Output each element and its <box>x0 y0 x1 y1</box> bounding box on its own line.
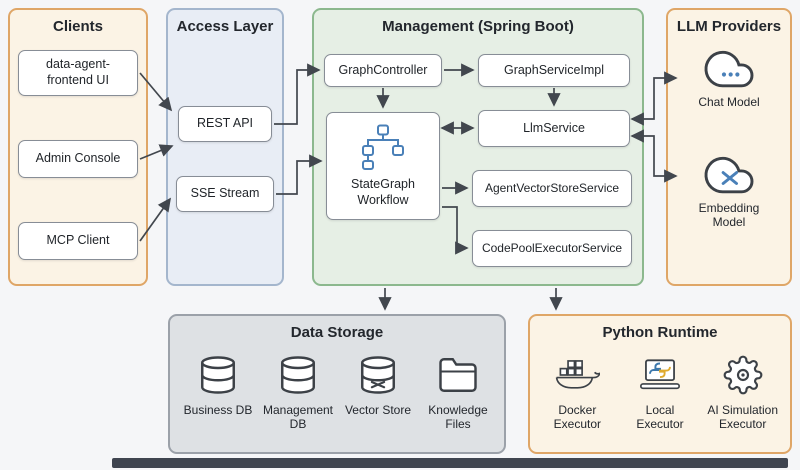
access-node-rest-api-label: REST API <box>196 116 254 131</box>
python-runtime-local-executor: Local Executor <box>619 350 702 432</box>
llm-provider-embedding-model: Embedding Model <box>676 148 782 230</box>
gear-icon <box>723 350 763 400</box>
client-node-mcp-client: MCP Client <box>18 222 138 260</box>
database-icon <box>277 350 319 400</box>
management-node-graph-service-impl: GraphServiceImpl <box>478 54 630 87</box>
python-runtime-ai-simulation-executor: AI Simulation Executor <box>701 350 784 432</box>
access-node-sse-stream: SSE Stream <box>176 176 274 212</box>
python-runtime-items: Docker Executor Local Executor <box>536 350 784 432</box>
management-group-title: Management (Spring Boot) <box>382 18 574 35</box>
agent-vector-store-service-label: AgentVectorStoreService <box>484 181 620 195</box>
docker-executor-label: Docker Executor <box>553 403 601 432</box>
bottom-bar <box>112 458 788 468</box>
graph-service-impl-label: GraphServiceImpl <box>503 62 605 77</box>
data-storage-business-db: Business DB <box>178 350 258 432</box>
management-db-label: Management DB <box>262 403 334 432</box>
laptop-python-icon <box>637 350 683 400</box>
data-storage-vector-store: Vector Store <box>338 350 418 432</box>
knowledge-files-label: Knowledge Files <box>428 403 488 432</box>
graph-controller-label: GraphController <box>338 62 428 77</box>
stategraph-workflow-label: StateGraph Workflow <box>351 176 415 207</box>
data-storage-management-db: Management DB <box>258 350 338 432</box>
management-node-llm-service: LlmService <box>478 110 630 147</box>
data-storage-knowledge-files: Knowledge Files <box>418 350 498 432</box>
management-node-agent-vector-store-service: AgentVectorStoreService <box>472 170 632 207</box>
client-node-frontend-ui-label: data-agent-frontend UI <box>46 57 110 87</box>
workflow-graph-icon <box>356 124 410 172</box>
access-layer-group: Access Layer <box>166 8 284 286</box>
llm-providers-group-title: LLM Providers <box>676 18 782 35</box>
business-db-label: Business DB <box>183 403 253 417</box>
vector-database-icon <box>357 350 399 400</box>
client-node-admin-console-label: Admin Console <box>35 151 121 166</box>
access-layer-group-title: Access Layer <box>176 18 274 35</box>
docker-whale-icon <box>554 350 601 400</box>
ai-simulation-executor-label: AI Simulation Executor <box>707 403 779 432</box>
access-node-rest-api: REST API <box>178 106 272 142</box>
vector-store-label: Vector Store <box>344 403 412 417</box>
llm-service-label: LlmService <box>523 120 585 135</box>
local-executor-label: Local Executor <box>636 403 684 432</box>
management-node-code-pool-executor-service: CodePoolExecutorService <box>472 230 632 267</box>
data-storage-items: Business DB Management DB <box>178 350 498 432</box>
chat-cloud-icon <box>700 42 758 92</box>
code-pool-executor-service-label: CodePoolExecutorService <box>481 241 623 255</box>
management-node-stategraph-workflow: StateGraph Workflow <box>326 112 440 220</box>
management-node-graph-controller: GraphController <box>324 54 442 87</box>
python-runtime-docker-executor: Docker Executor <box>536 350 619 432</box>
client-node-mcp-client-label: MCP Client <box>46 233 110 248</box>
data-storage-group-title: Data Storage <box>290 324 384 341</box>
embedding-cloud-icon <box>700 148 758 198</box>
client-node-admin-console: Admin Console <box>18 140 138 178</box>
clients-group-title: Clients <box>52 18 103 35</box>
folder-icon <box>437 350 479 400</box>
chat-model-label: Chat Model <box>698 95 760 109</box>
llm-provider-chat-model: Chat Model <box>676 42 782 109</box>
embedding-model-label: Embedding Model <box>698 201 760 230</box>
access-node-sse-stream-label: SSE Stream <box>190 186 260 201</box>
database-icon <box>197 350 239 400</box>
client-node-frontend-ui: data-agent-frontend UI <box>18 50 138 96</box>
python-runtime-group-title: Python Runtime <box>602 324 718 341</box>
